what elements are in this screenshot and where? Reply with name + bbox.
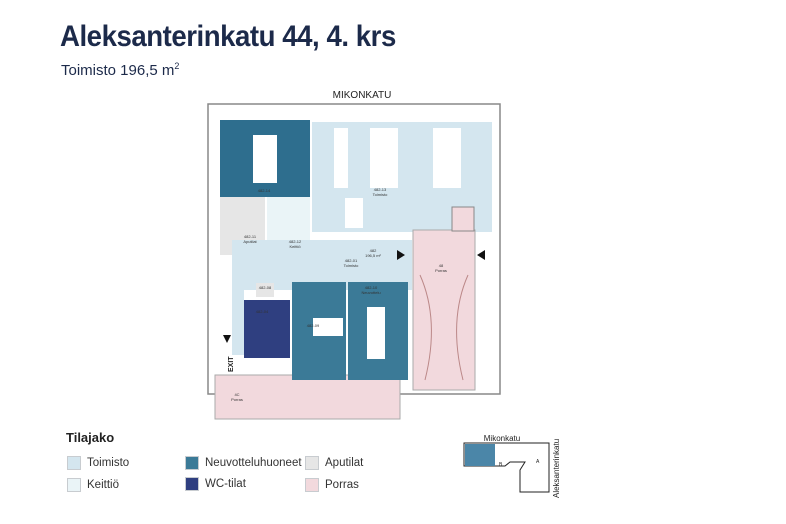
entrance-arrow-icon (397, 250, 405, 260)
table (367, 307, 385, 359)
legend-item-aputilat: Aputilat (305, 456, 363, 470)
room-label: Porras (231, 397, 243, 402)
table (345, 198, 363, 228)
exit-sign: EXIT (228, 356, 235, 372)
room-482-01 (232, 240, 412, 290)
legend-item-wc-tilat: WC-tilat (185, 477, 246, 491)
keymap-street-top: Mikonkatu (484, 434, 520, 443)
elevator (451, 206, 475, 232)
corridor (232, 290, 244, 355)
room-label: 48 (439, 263, 444, 268)
room-label: 196,5 m² (365, 253, 381, 258)
area-unit-sup: 2 (174, 61, 180, 71)
room-label: Aputilat (243, 239, 257, 244)
desk (334, 128, 348, 188)
exit-arrow-icon (223, 335, 231, 343)
page-title: Aleksanterinkatu 44, 4. krs (60, 20, 396, 53)
room-label: 482-14 (258, 188, 271, 193)
legend-title: Tilajako (66, 430, 115, 445)
page-subtitle: Toimisto 196,5 m2 (61, 61, 179, 79)
swatch (305, 478, 319, 492)
legend-label: Toimisto (87, 457, 130, 469)
room-482-08 (256, 283, 274, 297)
room-4c (214, 374, 401, 420)
legend-label: Keittiö (87, 479, 119, 491)
legend-item-neuvotteluhuoneet: Neuvotteluhuoneet (185, 456, 302, 470)
swatch (67, 456, 81, 470)
room-label: 482 (370, 248, 377, 253)
entrance-arrow-icon (477, 250, 485, 260)
keymap-street-right: Aleksanterinkatu (552, 439, 561, 498)
swatch (185, 477, 199, 491)
room-label: 482-11 (244, 234, 257, 239)
room-48 (412, 229, 476, 391)
room-label: Neuvottelu (361, 290, 380, 295)
swatch (67, 478, 81, 492)
area-text: Toimisto 196,5 m (61, 62, 175, 79)
room-label: 482-08 (259, 285, 272, 290)
table (253, 135, 277, 183)
room-label: Toimisto (373, 192, 388, 197)
room-label: Toimisto (344, 263, 359, 268)
room-label: 4C (234, 392, 239, 397)
room-label: 482-04 (256, 309, 269, 314)
table (313, 318, 343, 336)
swatch (185, 456, 199, 470)
staircase (419, 274, 469, 381)
room-482-04 (244, 300, 290, 358)
keymap-marker-a: A (536, 459, 540, 465)
legend-label: WC-tilat (205, 478, 246, 490)
legend-label: Porras (325, 479, 359, 491)
room-label: 482-13 (374, 187, 387, 192)
room-label: Porras (435, 268, 447, 273)
legend-label: Neuvotteluhuoneet (205, 457, 302, 469)
swatch (305, 456, 319, 470)
legend-item-porras: Porras (305, 478, 359, 492)
room-label: Keittiö (289, 244, 301, 249)
room-label: 482-09 (307, 323, 320, 328)
legend-label: Aputilat (325, 457, 364, 469)
legend-item-toimisto: Toimisto (67, 456, 129, 470)
desk (370, 128, 398, 188)
keymap-highlight (465, 444, 495, 466)
desk (433, 128, 461, 188)
keymap-marker-b: B (499, 462, 503, 468)
room-label: 482-01 (345, 258, 358, 263)
room-label: 482-12 (289, 239, 302, 244)
street-label-top: MIKONKATU (333, 90, 392, 101)
legend-item-keittio: Keittiö (67, 478, 119, 492)
room-label: 482-10 (365, 285, 378, 290)
